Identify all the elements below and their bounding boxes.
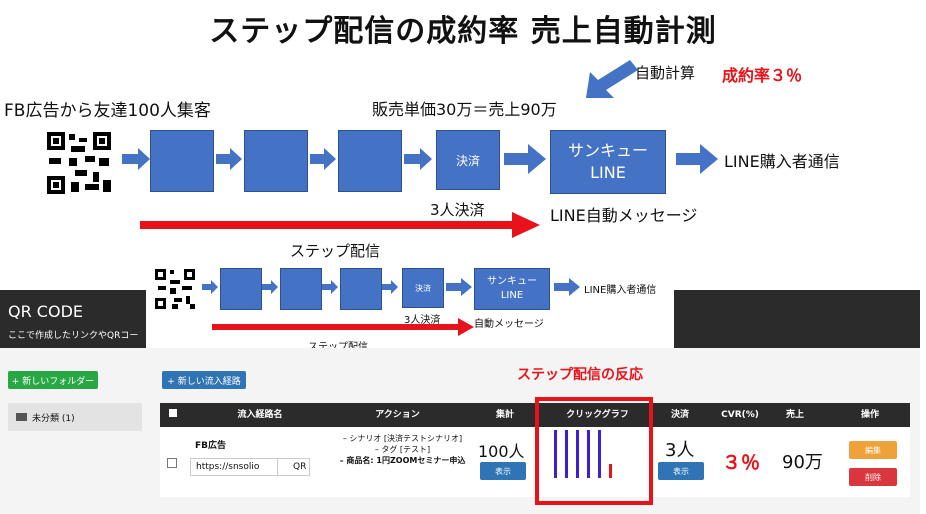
arrow-right-icon (202, 280, 218, 294)
auto-calc-label: 自動計算 (635, 64, 696, 82)
mini-thanks-box: サンキュー LINE (474, 268, 550, 310)
click-graph-chart (554, 430, 612, 478)
click-bar-5 (598, 430, 601, 478)
col-payment: 決済 (670, 410, 689, 420)
mini-step-label: ステップ配信 (308, 338, 368, 353)
route-url-field[interactable]: https://snsolio QR (190, 458, 310, 476)
folder-label: 未分類 (1) (32, 413, 75, 424)
col-cvr: CVR(%) (721, 410, 759, 420)
select-all-checkbox[interactable] (168, 403, 178, 427)
col-operations: 操作 (860, 410, 879, 420)
red-arrow-icon (212, 318, 474, 336)
arrow-right-icon (262, 280, 278, 294)
copy-icon[interactable] (277, 459, 292, 475)
click-bar-1 (554, 430, 557, 478)
line-buyer-label: LINE購入者通信 (724, 152, 840, 171)
arrow-down-left-icon (586, 60, 638, 98)
mini-step-1 (220, 268, 262, 310)
count-show-button[interactable]: 表示 (480, 462, 526, 480)
mini-auto-message: 自動メッセージ (474, 319, 544, 330)
delete-button[interactable]: 削除 (849, 468, 897, 486)
col-sales: 売上 (785, 410, 804, 420)
arrow-right-icon (216, 148, 242, 170)
panel-subtitle: ここで作成したリンクやQRコー (8, 331, 139, 341)
payment-box: 決済 (436, 130, 500, 190)
arrow-right-icon (122, 148, 150, 170)
panel-title: QR CODE (8, 302, 83, 321)
price-note: 販売単価30万＝売上90万 (372, 100, 557, 119)
click-bar-3 (576, 430, 579, 478)
flow-step-3 (338, 130, 402, 192)
mini-step-2 (280, 268, 322, 310)
edit-button[interactable]: 編集 (849, 441, 897, 459)
action-product: – 商品名: 1円ZOOMセミナー申込 (339, 456, 466, 465)
new-route-button[interactable]: + 新しい流入経路 (162, 371, 246, 389)
conversion-rate-label: 成約率３％ (722, 66, 803, 85)
line-auto-message-label: LINE自動メッセージ (550, 206, 698, 225)
new-folder-button[interactable]: + 新しいフォルダー (8, 371, 98, 389)
col-click-graph: クリックグラフ (566, 410, 629, 420)
payments-show-button[interactable]: 表示 (658, 462, 704, 480)
qr-code-icon (45, 130, 113, 196)
click-graph-highlight (535, 397, 653, 505)
arrow-right-icon (504, 144, 546, 174)
arrow-right-icon (404, 148, 432, 170)
row-checkbox[interactable] (167, 458, 177, 468)
action-tag: – タグ [テスト] (374, 445, 431, 454)
fb-caption: FB広告から友達100人集客 (4, 101, 211, 121)
cvr-value: ３％ (722, 452, 761, 474)
sales-value: 90万 (782, 452, 823, 473)
mini-payment-box: 決済 (402, 268, 444, 308)
arrow-right-icon (554, 278, 580, 296)
flow-step-2 (244, 130, 308, 192)
payments-value: 3人 (665, 440, 695, 461)
mini-flow-title: ステップ配信 (290, 242, 381, 260)
folder-item-uncategorized[interactable]: 未分類 (1) (8, 403, 142, 431)
mini-line-buyer-label: LINE購入者通信 (584, 285, 657, 296)
arrow-right-icon (322, 280, 338, 294)
col-count: 集計 (495, 410, 514, 420)
page-title: ステップ配信の成約率 売上自動計測 (209, 14, 717, 49)
arrow-right-icon (676, 144, 718, 174)
click-bar-4 (587, 430, 590, 478)
mini-step-3 (340, 268, 382, 310)
mini-three-payments: 3人決済 (404, 315, 441, 326)
thanks-line-box: サンキュー LINE (550, 130, 666, 194)
click-bar-2 (565, 430, 568, 478)
qr-code-icon (154, 268, 196, 310)
count-value: 100人 (478, 442, 525, 461)
arrow-right-icon (310, 148, 336, 170)
three-payments-label: 3人決済 (430, 201, 485, 219)
action-list: – シナリオ [決済テストシナリオ] – タグ [テスト] – 商品名: 1円Z… (335, 433, 470, 466)
flow-step-1 (150, 130, 214, 192)
red-arrow-icon (140, 212, 540, 238)
arrow-right-icon (382, 280, 398, 294)
click-bar-6 (609, 464, 612, 478)
route-url: https://snsolio (196, 462, 260, 472)
qr-link[interactable]: QR (293, 462, 307, 472)
action-scenario: – シナリオ [決済テストシナリオ] (342, 434, 463, 443)
folder-icon (16, 413, 27, 421)
arrow-right-icon (446, 278, 472, 296)
route-name: FB広告 (195, 441, 227, 451)
col-action: アクション (375, 410, 420, 420)
col-route-name: 流入経路名 (237, 410, 283, 420)
step-response-label: ステップ配信の反応 (517, 367, 643, 383)
